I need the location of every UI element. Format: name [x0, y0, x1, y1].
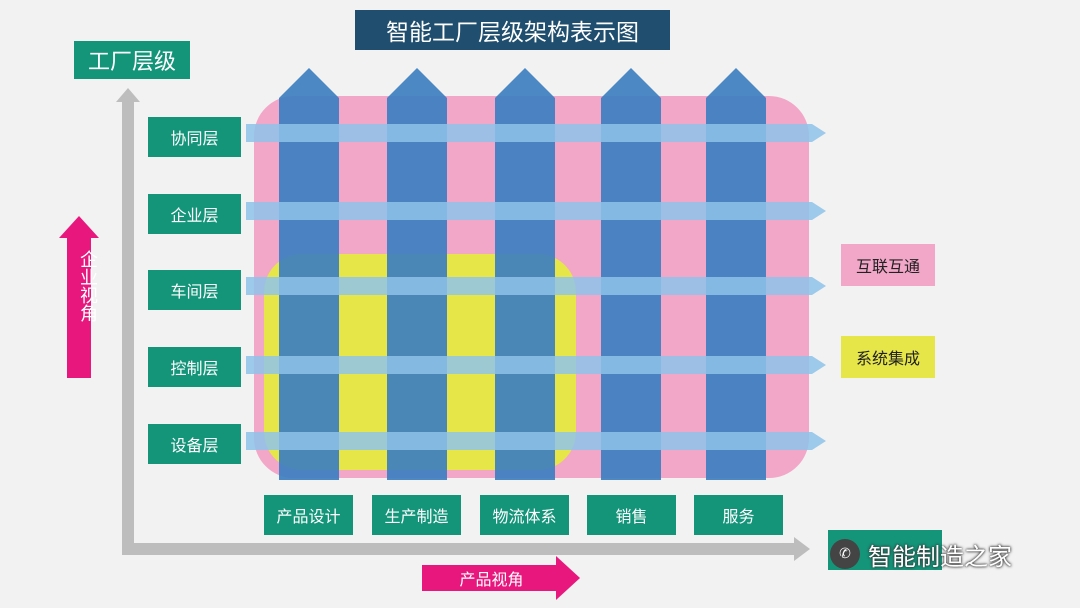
layer-enterprise: 企业层: [148, 194, 241, 234]
legend-system-integration: 系统集成: [841, 336, 935, 378]
layer-workshop: 车间层: [148, 270, 241, 310]
watermark: ✆ 智能制造之家: [830, 530, 1070, 578]
legend-interconnect: 互联互通: [841, 244, 935, 286]
wechat-icon: ✆: [830, 539, 860, 569]
category-sales: 销售: [587, 495, 676, 535]
band-control: [246, 356, 826, 374]
layer-device: 设备层: [148, 424, 241, 464]
band-device: [246, 432, 826, 450]
band-collaboration: [246, 124, 826, 142]
vertical-axis: [116, 88, 140, 552]
layer-control: 控制层: [148, 347, 241, 387]
band-workshop: [246, 277, 826, 295]
enterprise-perspective-arrow: [59, 216, 99, 378]
band-enterprise: [246, 202, 826, 220]
layer-collaboration: 协同层: [148, 117, 241, 157]
enterprise-perspective-label: 企业视角: [77, 250, 98, 322]
category-service: 服务: [694, 495, 783, 535]
category-manufacturing: 生产制造: [372, 495, 461, 535]
factory-level-label: 工厂层级: [74, 41, 190, 79]
layer-bands: [246, 124, 826, 450]
product-perspective-label: 产品视角: [459, 570, 524, 589]
horizontal-axis: [122, 537, 810, 561]
diagram-title: 智能工厂层级架构表示图: [355, 10, 670, 50]
watermark-text: 智能制造之家: [868, 542, 1012, 571]
category-logistics: 物流体系: [480, 495, 569, 535]
product-perspective-arrow: [422, 556, 580, 600]
category-product-design: 产品设计: [264, 495, 353, 535]
